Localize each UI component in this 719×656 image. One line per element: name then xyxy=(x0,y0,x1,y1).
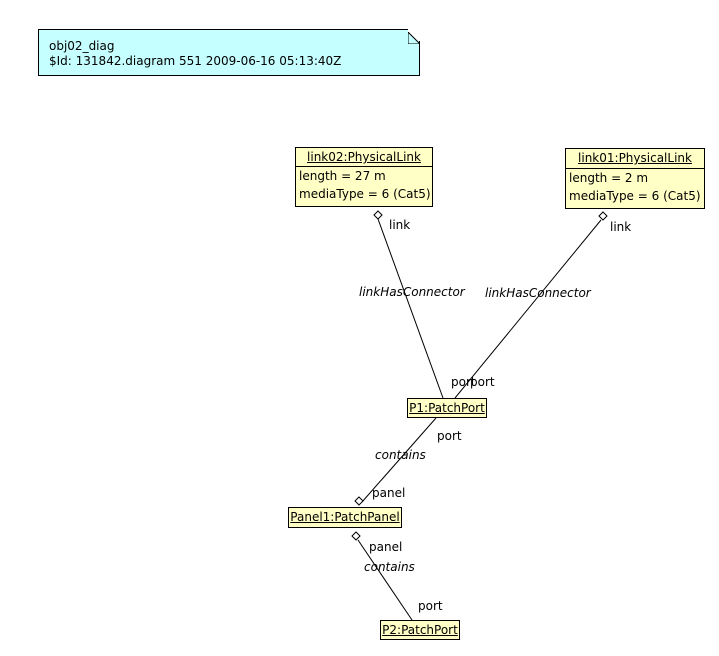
role-label-port: port xyxy=(451,375,476,389)
role-label-port: port xyxy=(418,599,443,613)
object-title: P1:PatchPort xyxy=(409,401,485,415)
object-title: Panel1:PatchPanel xyxy=(290,510,400,524)
association-name: contains xyxy=(375,448,426,462)
note-title: obj02_diag xyxy=(49,39,115,53)
edge-panel1-p2 xyxy=(357,539,413,621)
association-name: linkHasConnector xyxy=(485,286,591,300)
role-label-port: port xyxy=(437,429,462,443)
role-label-link: link xyxy=(389,218,411,232)
attribute-length: length = 27 m xyxy=(299,169,386,183)
aggregation-diamond xyxy=(354,496,364,506)
object-title: link01:PhysicalLink xyxy=(578,151,692,165)
compartment-divider xyxy=(566,168,704,169)
object-panel1[interactable]: Panel1:PatchPanel xyxy=(288,507,402,528)
attribute-length: length = 2 m xyxy=(569,171,649,185)
object-title: link02:PhysicalLink xyxy=(307,150,421,164)
note-fold-corner xyxy=(407,29,422,45)
aggregation-diamond xyxy=(373,210,383,220)
association-name: linkHasConnector xyxy=(359,285,465,299)
role-label-link: link xyxy=(610,220,632,234)
attribute-mediatype: mediaType = 6 (Cat5) xyxy=(299,187,431,201)
fold-icon xyxy=(407,30,422,45)
role-label-panel: panel xyxy=(369,540,403,554)
edge-p1-panel1 xyxy=(361,417,437,503)
object-title: P2:PatchPort xyxy=(382,623,458,637)
aggregation-diamond xyxy=(351,531,361,541)
diagram-note: obj02_diag $Id: 131842.diagram 551 2009-… xyxy=(38,29,422,76)
edge-link02-p1 xyxy=(377,218,444,399)
object-link02[interactable]: link02:PhysicalLink length = 27 m mediaT… xyxy=(295,147,433,207)
attribute-mediatype: mediaType = 6 (Cat5) xyxy=(569,189,701,203)
object-link01[interactable]: link01:PhysicalLink length = 2 m mediaTy… xyxy=(565,148,705,209)
role-label-port: port xyxy=(470,375,495,389)
compartment-divider xyxy=(296,166,432,167)
note-id-line: $Id: 131842.diagram 551 2009-06-16 05:13… xyxy=(49,54,342,68)
edge-link01-p1 xyxy=(454,219,602,399)
object-p1[interactable]: P1:PatchPort xyxy=(407,398,487,418)
object-p2[interactable]: P2:PatchPort xyxy=(380,620,460,640)
association-name: contains xyxy=(364,560,415,574)
aggregation-diamond xyxy=(598,211,608,221)
role-label-panel: panel xyxy=(372,486,406,500)
